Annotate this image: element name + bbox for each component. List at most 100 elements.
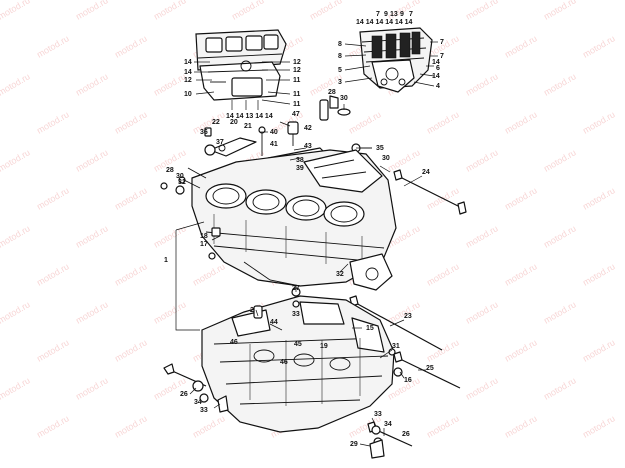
callout-14l1: 14: [184, 59, 192, 66]
callout-14l2: 14: [184, 69, 192, 76]
callout-42: 42: [304, 125, 312, 132]
watermark-text-0: motod.ru: [0, 0, 32, 22]
watermark-text-77: motod.ru: [35, 337, 71, 363]
callout-11c: 11: [293, 101, 301, 108]
watermark-text-31: motod.ru: [425, 109, 461, 135]
watermark-text-3: motod.ru: [230, 0, 266, 22]
callout-1: 1: [164, 257, 168, 264]
callout-11a: 11: [293, 77, 301, 84]
watermark-text-49: motod.ru: [503, 185, 539, 211]
callout-32: 32: [336, 271, 344, 278]
watermark-text-24: motod.ru: [542, 71, 578, 97]
watermark-text-65: motod.ru: [425, 261, 461, 287]
callout-16: 16: [404, 377, 412, 384]
callout-28b: 28: [166, 167, 174, 174]
callout-12l: 12: [184, 77, 192, 84]
watermark-text-43: motod.ru: [35, 185, 71, 211]
watermark-text-34: motod.ru: [0, 147, 32, 173]
watermark-text-18: motod.ru: [74, 71, 110, 97]
watermark-text-96: motod.ru: [191, 413, 227, 439]
callout-36: 36: [200, 129, 208, 136]
callout-11b: 11: [293, 91, 301, 98]
callout-18: 18: [200, 233, 208, 240]
watermark-text-99: motod.ru: [425, 413, 461, 439]
leader-lines: [175, 96, 426, 447]
callout-25: 25: [426, 365, 434, 372]
watermark-text-19: motod.ru: [152, 71, 188, 97]
watermark-text-16: motod.ru: [581, 33, 617, 59]
watermark-text-32: motod.ru: [503, 109, 539, 135]
watermark-text-39: motod.ru: [386, 147, 422, 173]
watermark-text-74: motod.ru: [464, 299, 500, 325]
watermark-text-75: motod.ru: [542, 299, 578, 325]
callout-9b: 9: [400, 11, 404, 18]
callout-46b: 46: [280, 359, 288, 366]
watermark-text-60: motod.ru: [35, 261, 71, 287]
watermark-text-85: motod.ru: [0, 375, 32, 401]
callout-30b: 30: [382, 155, 390, 162]
watermark-text-6: motod.ru: [464, 0, 500, 22]
watermark-text-67: motod.ru: [581, 261, 617, 287]
callout-10: 10: [184, 91, 192, 98]
callout-3: 3: [338, 79, 342, 86]
callout-9: 9: [384, 11, 388, 18]
watermark-text-94: motod.ru: [35, 413, 71, 439]
callout-bottom-row: 14 14 13 14 14: [226, 113, 273, 120]
callout-26a: 26: [180, 391, 188, 398]
callout-12r2: 12: [293, 67, 301, 74]
callout-43: 43: [304, 143, 312, 150]
callout-29: 29: [350, 441, 358, 448]
watermark-text-53: motod.ru: [152, 223, 188, 249]
callout-19: 19: [320, 343, 328, 350]
callout-14r2: 14: [432, 73, 440, 80]
callout-22: 22: [212, 119, 220, 126]
watermark-text-9: motod.ru: [35, 33, 71, 59]
callout-4: 4: [436, 83, 440, 90]
callout-38: 38: [296, 157, 304, 164]
callout-26b: 26: [402, 431, 410, 438]
callout-30a: 30: [340, 95, 348, 102]
callout-27: 27: [292, 285, 300, 292]
watermark-text-4: motod.ru: [308, 0, 344, 22]
watermark-text-62: motod.ru: [191, 261, 227, 287]
callout-5: 5: [338, 67, 342, 74]
callout-40: 40: [270, 129, 278, 136]
watermark-text-66: motod.ru: [503, 261, 539, 287]
watermark-text-51: motod.ru: [0, 223, 32, 249]
watermark-text-78: motod.ru: [113, 337, 149, 363]
callout-30c: 30: [176, 173, 184, 180]
callout-34a: 34: [194, 399, 202, 406]
watermark-text-101: motod.ru: [581, 413, 617, 439]
callout-8b: 8: [338, 53, 342, 60]
callout-2: 2: [250, 307, 254, 314]
watermark-text-61: motod.ru: [113, 261, 149, 287]
callout-21: 21: [244, 123, 252, 130]
callout-17: 17: [200, 241, 208, 248]
callout-31b: 31: [392, 343, 400, 350]
callout-23: 23: [404, 313, 412, 320]
watermark-text-10: motod.ru: [113, 33, 149, 59]
callout-7b: 7: [409, 11, 413, 18]
callout-28a: 28: [328, 89, 336, 96]
watermark-text-84: motod.ru: [581, 337, 617, 363]
watermark-text-17: motod.ru: [0, 71, 32, 97]
callout-39: 39: [296, 165, 304, 172]
watermark-text-33: motod.ru: [581, 109, 617, 135]
callout-7a: 7: [376, 11, 380, 18]
watermark-text-95: motod.ru: [113, 413, 149, 439]
watermark-text-68: motod.ru: [0, 299, 32, 325]
callout-14-row: 14 14 14 14 14 14: [356, 19, 413, 26]
callout-33a: 33: [292, 311, 300, 318]
upper-crankcase: [160, 149, 397, 291]
watermark-text-2: motod.ru: [152, 0, 188, 22]
watermark-text-82: motod.ru: [425, 337, 461, 363]
callout-44: 44: [270, 319, 278, 326]
watermark-text-92: motod.ru: [542, 375, 578, 401]
watermark-text-86: motod.ru: [74, 375, 110, 401]
callout-33c: 33: [374, 411, 382, 418]
watermark-text-40: motod.ru: [464, 147, 500, 173]
watermark-text-91: motod.ru: [464, 375, 500, 401]
callout-47: 47: [292, 111, 300, 118]
callout-labels: 7 9 13 9 7 14 14 14 14 14 14 8 8 5 3 7 7…: [164, 11, 444, 448]
watermark-text-70: motod.ru: [152, 299, 188, 325]
